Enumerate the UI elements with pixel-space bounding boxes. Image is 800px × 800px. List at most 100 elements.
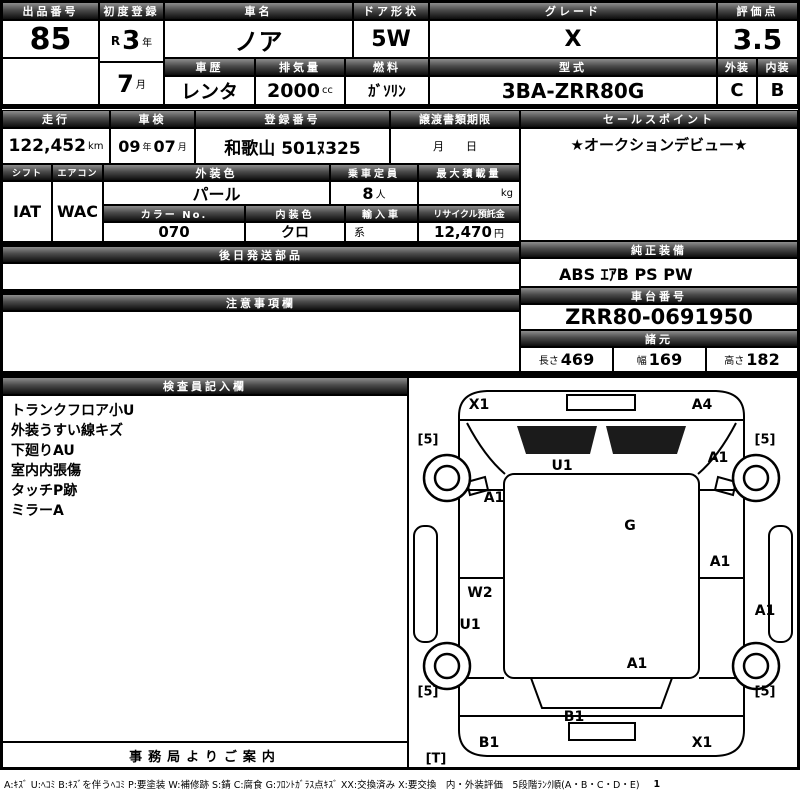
interior-color-value: クロ	[245, 222, 345, 242]
inspection-header: 車検	[110, 110, 195, 128]
width-value: 169	[648, 350, 683, 369]
lot-number-header: 出品番号	[2, 2, 99, 20]
section-divider	[0, 290, 520, 294]
car-outline-drawing	[413, 390, 793, 757]
model-code-value: 3BA-ZRR80G	[429, 76, 717, 105]
displacement-unit: cc	[321, 85, 333, 96]
max-load-value: kg	[418, 181, 520, 205]
inspector-note-line: ミラーA	[11, 503, 64, 519]
displacement-header: 排気量	[255, 58, 345, 76]
sales-point-header: セールスポイント	[520, 110, 798, 128]
exterior-color-header: 外装色	[103, 164, 330, 181]
capacity-unit: 人	[375, 189, 386, 201]
door-shape-value: 5W	[353, 20, 429, 58]
score-value: 3.5	[717, 20, 798, 58]
damage-mark: G	[624, 518, 636, 534]
mileage-header: 走行	[2, 110, 110, 128]
exterior-rank-value: C	[717, 76, 757, 105]
tire-mark: [5]	[417, 684, 439, 700]
chassis-number-value: ZRR80-0691950	[520, 304, 798, 330]
specs-header: 諸元	[520, 330, 798, 347]
import-car-header: 輸入車	[345, 205, 418, 222]
interior-rank-header: 内装	[757, 58, 798, 76]
tire-mark: [5]	[417, 432, 439, 448]
legend-text: A:ｷｽﾞ U:ﾍｺﾐ B:ｷｽﾞを伴うﾍｺﾐ P:要塗装 W:補修跡 S:錆 …	[4, 780, 640, 791]
mileage-unit: km	[87, 140, 104, 152]
damage-mark: A1	[709, 554, 731, 570]
era-code: R	[110, 34, 121, 48]
inspection-year: 09	[118, 136, 141, 156]
capacity-value: 8 人	[330, 181, 418, 205]
first-registration-month: 7 月	[99, 62, 164, 105]
displacement-number: 2000	[267, 79, 320, 102]
later-parts-empty	[2, 263, 520, 290]
section-divider	[0, 242, 520, 246]
damage-mark: A1	[754, 603, 776, 619]
grade-header: グレード	[429, 2, 717, 20]
damage-mark: A4	[691, 397, 713, 413]
damage-mark: A1	[483, 490, 505, 506]
inspection-year-unit: 年	[142, 142, 152, 153]
tire-mark: [5]	[754, 432, 776, 448]
aircon-header: エアコン	[52, 164, 103, 181]
lot-number-empty-cell	[2, 58, 99, 105]
genuine-equipment-header: 純正装備	[520, 241, 798, 258]
fuel-header: 燃料	[345, 58, 429, 76]
spec-length: 長さ 469	[520, 347, 613, 372]
chassis-number-header: 車台番号	[520, 287, 798, 304]
inspector-note-line: タッチP跡	[11, 483, 78, 499]
tire-mark: [5]	[754, 684, 776, 700]
inspector-note-line: 外装うすい線キズ	[11, 423, 123, 439]
damage-mark: U1	[459, 617, 481, 633]
section-divider	[0, 372, 800, 377]
inspector-note-line: 下廻りAU	[11, 443, 75, 459]
interior-color-header: 内装色	[245, 205, 345, 222]
first-registration-year: R 3 年	[99, 20, 164, 62]
shift-header: シフト	[2, 164, 52, 181]
grade-value: X	[429, 20, 717, 58]
max-load-header: 最大積載量	[418, 164, 520, 181]
car-history-header: 車歴	[164, 58, 255, 76]
car-name-header: 車名	[164, 2, 353, 20]
damage-diagram: X1 A4 [5] [5] A1 U1 A1 G A1 W2 U1 A1 A1 …	[408, 377, 798, 768]
fuel-value: ｶﾞｿﾘﾝ	[345, 76, 429, 105]
sales-point-value: ★オークションデビュー★	[570, 136, 748, 154]
inspector-note-line: トランクフロア小U	[11, 403, 135, 419]
transfer-deadline-header: 譲渡書類期限	[390, 110, 520, 128]
lot-number-value: 85	[2, 20, 99, 58]
color-number-header: カラー No.	[103, 205, 245, 222]
damage-mark: B1	[563, 709, 585, 725]
section-divider	[0, 104, 800, 109]
inspector-notes-body: トランクフロア小U 外装うすい線キズ 下廻りAU 室内内張傷 タッチP跡 ミラー…	[2, 395, 408, 742]
damage-mark: B1	[478, 735, 500, 751]
height-label: 高さ	[724, 356, 745, 367]
inspection-month-unit: 月	[177, 142, 187, 153]
office-info-header: 事務局よりご案内	[2, 742, 408, 768]
caution-header: 注意事項欄	[2, 294, 520, 311]
transfer-deadline-value: 月 日	[390, 128, 520, 164]
reg-month-value: 7	[117, 69, 134, 98]
first-registration-header: 初度登録	[99, 2, 164, 20]
recycle-deposit-value: 12,470 円	[418, 222, 520, 242]
width-label: 幅	[636, 356, 647, 367]
max-load-unit: kg	[500, 187, 513, 199]
inspection-value: 09 年 07 月	[110, 128, 195, 164]
damage-mark: A1	[626, 656, 648, 672]
length-value: 469	[560, 350, 595, 369]
later-parts-header: 後日発送部品	[2, 246, 520, 263]
genuine-equipment-value: ABS ｴｱB PS PW	[520, 258, 798, 287]
interior-color-suffix: 系	[345, 222, 418, 242]
tire-type-mark: [T]	[425, 751, 447, 767]
exterior-color-value: パール	[103, 181, 330, 205]
model-code-header: 型式	[429, 58, 717, 76]
length-label: 長さ	[538, 356, 559, 367]
inspector-note-line: 室内内張傷	[11, 463, 81, 479]
displacement-value: 2000 cc	[255, 76, 345, 105]
spec-height: 高さ 182	[706, 347, 798, 372]
capacity-header: 乗車定員	[330, 164, 418, 181]
damage-mark: A1	[707, 450, 729, 466]
legend-page-number: 1	[653, 778, 661, 790]
score-header: 評価点	[717, 2, 798, 20]
car-name-value: ノア	[164, 20, 353, 58]
damage-mark: X1	[468, 397, 490, 413]
